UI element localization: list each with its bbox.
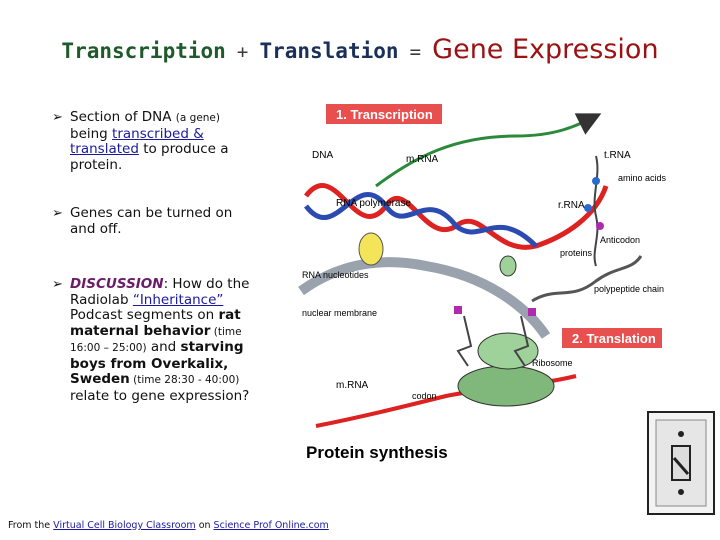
title-equals: = bbox=[409, 41, 422, 63]
bullet-1-text-c: to produce a protein. bbox=[70, 141, 229, 173]
trna-shape-1 bbox=[456, 315, 473, 367]
label-trna: t.RNA bbox=[604, 150, 631, 161]
bullet-1-text-b: being bbox=[70, 125, 113, 142]
label-rna-polymerase: RNA polymerase bbox=[336, 198, 411, 209]
light-switch-icon bbox=[647, 411, 715, 515]
transcribed-translated-link[interactable]: transcribed & translated bbox=[70, 125, 204, 157]
protein-shape bbox=[499, 255, 517, 277]
discussion-label: DISCUSSION bbox=[70, 276, 164, 292]
title-transcription: Transcription bbox=[61, 39, 226, 63]
label-codon: codon bbox=[412, 391, 437, 401]
bullet-1: ➢ Section of DNA (a gene) being transcri… bbox=[52, 109, 252, 173]
transcription-label: 1. Transcription bbox=[336, 107, 433, 122]
amino-acid-dot bbox=[596, 222, 604, 230]
label-anticodon: Anticodon bbox=[600, 235, 640, 245]
trna-shape-2 bbox=[513, 315, 530, 367]
label-proteins: proteins bbox=[560, 248, 593, 258]
label-rna-nucleotides: RNA nucleotides bbox=[302, 270, 369, 280]
transcription-label-box bbox=[326, 104, 442, 124]
label-rrna: r.RNA bbox=[558, 200, 585, 211]
translation-label-box bbox=[562, 328, 662, 348]
bullet-1-note: (a gene) bbox=[175, 112, 220, 124]
label-mrna-bottom: m.RNA bbox=[336, 380, 369, 391]
label-nuclear-membrane: nuclear membrane bbox=[302, 308, 377, 318]
trna-loop bbox=[593, 155, 599, 267]
bullet-3-text-b: Podcast segments on bbox=[70, 307, 219, 323]
title-plus: + bbox=[236, 41, 249, 63]
label-dna: DNA bbox=[312, 150, 333, 161]
dna-strand-red bbox=[304, 183, 609, 250]
slide-title: Transcription + Translation = Gene Expre… bbox=[0, 34, 720, 65]
inheritance-link[interactable]: “Inheritance” bbox=[132, 291, 224, 308]
protein-synthesis-diagram: 1. Transcription 2. Translation DNA m.RN… bbox=[298, 104, 667, 462]
starving-boys: starving boys from Overkalix, Sweden bbox=[70, 339, 244, 387]
bullet-3-text-a: : How do the Radiolab bbox=[70, 276, 250, 308]
mrna-arrow bbox=[375, 113, 602, 188]
source-footer: From the Virtual Cell Biology Classroom … bbox=[8, 520, 329, 531]
scienceprof-link[interactable]: Science Prof Online.com bbox=[213, 520, 329, 531]
time-1: (time 16:00 – 25:00) bbox=[70, 325, 242, 355]
amino-acid-dot bbox=[584, 204, 592, 212]
bullet-3: ➢ DISCUSSION: How do the Radiolab “Inher… bbox=[52, 276, 252, 404]
arrow-bullet-icon: ➢ bbox=[52, 110, 63, 125]
title-gene-expression: Gene Expression bbox=[432, 34, 659, 65]
dna-strand-blue bbox=[304, 191, 538, 248]
diagram-caption: Protein synthesis bbox=[306, 443, 448, 462]
polypeptide-chain-shape bbox=[531, 255, 643, 303]
nuclear-membrane-shape bbox=[298, 257, 551, 339]
translation-label: 2. Translation bbox=[572, 331, 656, 346]
amino-acid-2 bbox=[528, 308, 536, 316]
ribosome-top-shape bbox=[477, 332, 539, 370]
arrow-bullet-icon: ➢ bbox=[52, 277, 63, 292]
virtual-cell-link[interactable]: Virtual Cell Biology Classroom bbox=[53, 520, 196, 531]
label-polypeptide-chain: polypeptide chain bbox=[594, 284, 664, 294]
bullet-list: ➢ Section of DNA (a gene) being transcri… bbox=[52, 109, 252, 404]
time-2: (time 28:30 - 40:00) bbox=[129, 374, 240, 386]
footer-middle: on bbox=[195, 520, 214, 531]
bullet-1-text: Section of DNA bbox=[70, 109, 176, 125]
label-mrna-top: m.RNA bbox=[406, 154, 439, 165]
rat-maternal-behavior: rat maternal behavior bbox=[70, 307, 241, 339]
amino-acid-1 bbox=[454, 306, 462, 314]
footer-prefix: From the bbox=[8, 520, 54, 531]
ribosome-shape bbox=[457, 365, 555, 407]
bullet-3-text-d: relate to gene expression? bbox=[70, 387, 250, 404]
arrow-bullet-icon: ➢ bbox=[52, 206, 63, 221]
label-ribosome: Ribosome bbox=[532, 358, 573, 368]
amino-acid-dot bbox=[592, 177, 600, 185]
title-translation: Translation bbox=[259, 39, 399, 63]
bullet-2-text: Genes can be turned on and off. bbox=[70, 205, 233, 237]
bullet-3-text-c: and bbox=[146, 339, 181, 355]
bullet-2: ➢ Genes can be turned on and off. bbox=[52, 205, 252, 237]
label-amino-acids: amino acids bbox=[618, 173, 667, 183]
rna-polymerase-shape bbox=[358, 232, 384, 266]
